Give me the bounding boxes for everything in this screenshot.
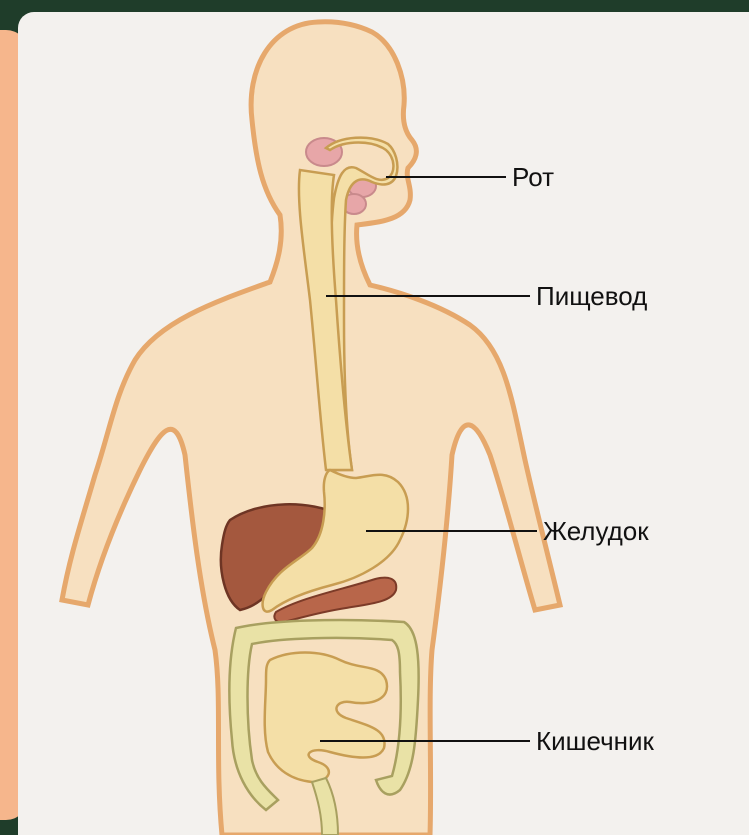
stomach-label: Желудок: [543, 516, 649, 546]
mouth-label: Рот: [512, 162, 554, 192]
intestine-label: Кишечник: [536, 726, 655, 756]
esophagus-label: Пищевод: [536, 281, 647, 311]
